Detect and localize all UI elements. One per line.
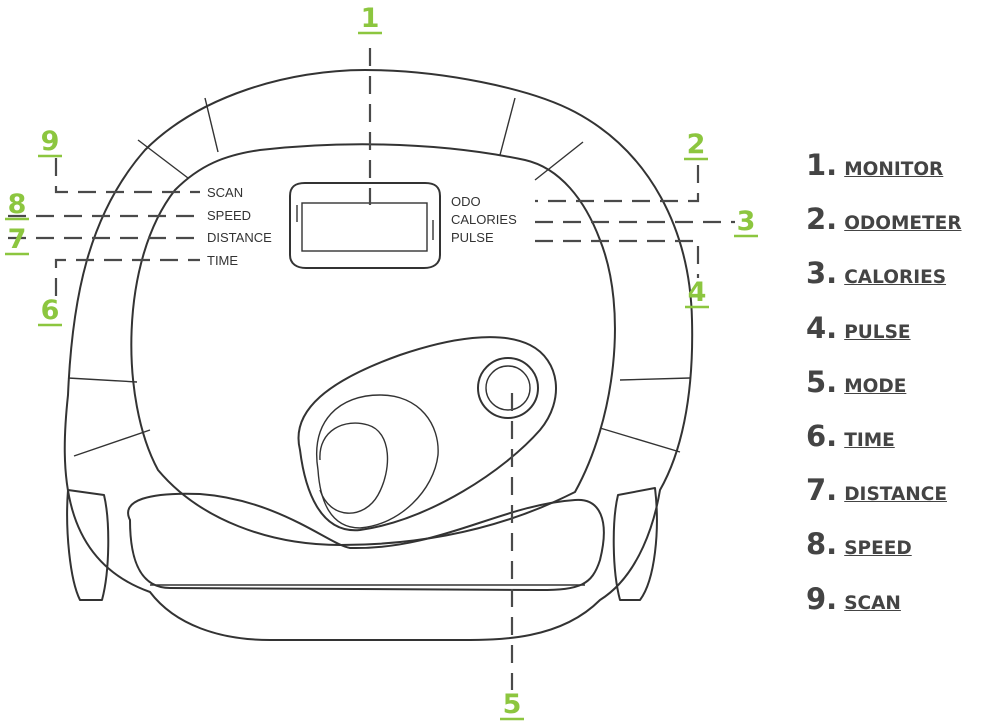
device-body [63,69,694,641]
callout-9: 9 [41,126,60,157]
legend-item-time: 6. TIME [806,419,994,473]
callout-8: 8 [8,189,27,220]
legend-number: 1. [806,148,838,182]
legend-number: 5. [806,364,838,399]
legend-item-odometer: 2. ODOMETER [806,202,994,256]
legend-number: 8. [806,527,838,562]
panel-label-pulse: PULSE [451,230,494,245]
legend-label: SPEED [844,538,912,560]
legend-label: MONITOR [844,159,944,180]
panel-label-scan: SCAN [207,185,243,200]
leader-scan [54,158,200,194]
panel-label-odo: ODO [451,194,481,209]
callout-3: 3 [737,206,756,237]
callout-2: 2 [687,129,706,160]
legend: 1. MONITOR 2. ODOMETER 3. CALORIES 4. PU… [806,148,994,636]
legend-number: 6. [806,418,838,453]
mode-button[interactable] [477,357,539,419]
legend-label: PULSE [844,321,911,343]
legend-item-monitor: 1. MONITOR [806,148,994,202]
panel-labels: SCAN SPEED DISTANCE TIME ODO CALORIES PU… [207,185,517,268]
legend-number: 7. [806,473,838,508]
legend-item-scan: 9. SCAN [806,582,994,636]
legend-number: 9. [806,581,838,616]
monitor-screen [289,182,441,269]
outer-housing [63,69,694,641]
legend-label: ODOMETER [844,213,962,235]
callout-4: 4 [688,277,707,308]
legend-item-pulse: 4. PULSE [806,311,994,365]
legend-label: DISTANCE [844,484,947,506]
leader-lines [8,48,735,690]
leader-odometer [535,165,700,203]
callout-numbers: 1 2 3 4 5 6 7 8 9 [5,3,758,721]
legend-label: CALORIES [844,267,947,289]
panel-label-calories: CALORIES [451,212,517,227]
lower-bar [127,492,605,591]
button-pod [297,336,557,532]
inner-face [130,143,616,546]
legend-label: SCAN [844,592,901,614]
callout-1: 1 [361,3,380,34]
callout-5: 5 [503,689,522,720]
legend-item-speed: 8. SPEED [806,527,994,581]
leader-time [54,258,200,296]
legend-label: MODE [844,375,907,397]
legend-item-distance: 7. DISTANCE [806,473,994,527]
legend-number: 2. [806,202,838,237]
legend-item-calories: 3. CALORIES [806,256,994,310]
legend-label: TIME [844,429,895,451]
legend-number: 4. [806,310,838,345]
panel-label-time: TIME [207,253,238,268]
leader-pulse [535,239,700,278]
panel-label-speed: SPEED [207,208,251,223]
callout-7: 7 [8,224,27,255]
legend-item-mode: 5. MODE [806,365,994,419]
legend-number: 3. [806,256,838,291]
callout-6: 6 [41,295,60,326]
panel-label-distance: DISTANCE [207,230,272,245]
